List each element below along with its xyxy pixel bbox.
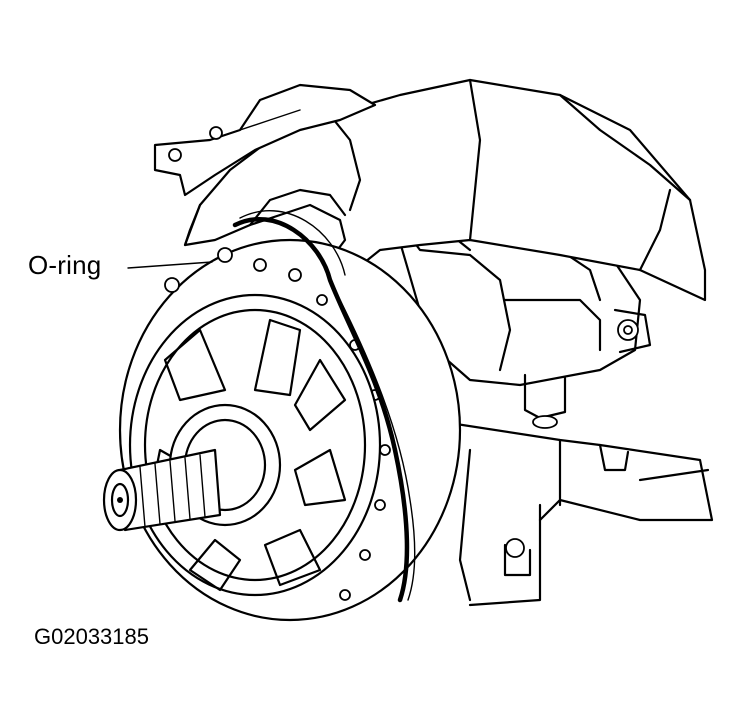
o-ring: [232, 210, 416, 603]
transmission-housing: [393, 220, 714, 607]
o-ring-label: O-ring: [28, 250, 102, 280]
upper-bracket: [153, 83, 377, 197]
input-shaft: [102, 448, 222, 532]
o-ring-leader-line: [127, 261, 213, 269]
figure-id: G02033185: [34, 624, 149, 649]
hand-glove: [183, 78, 707, 302]
oil-pump: [118, 238, 462, 622]
